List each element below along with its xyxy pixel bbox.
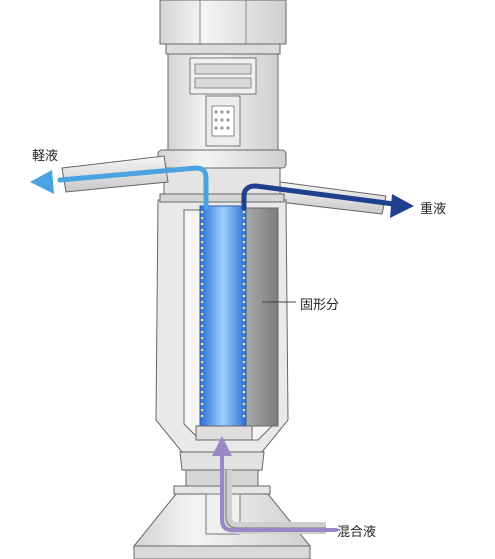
filter-dot [242, 342, 246, 346]
filter-dot [200, 234, 204, 238]
filter-dot [242, 408, 246, 412]
filter-dot [242, 276, 246, 280]
filter-dot [242, 318, 246, 322]
filter-dot [200, 318, 204, 322]
heavy-liquid-label: 重液 [420, 202, 447, 217]
mixed-liquid-flow [220, 450, 338, 532]
filter-dot [242, 288, 246, 292]
filter-dot [200, 312, 204, 316]
filter-dot [200, 264, 204, 268]
liquid-column [199, 205, 247, 427]
filter-dot [200, 300, 204, 304]
filter-dot [242, 264, 246, 268]
filter-dot [200, 366, 204, 370]
filter-dot [200, 336, 204, 340]
filter-dot [242, 336, 246, 340]
filter-dot [242, 306, 246, 310]
filter-dot [200, 384, 204, 388]
heavy-liquid-arrow [390, 194, 414, 218]
filter-dot [200, 330, 204, 334]
filter-dot [200, 306, 204, 310]
filter-dot [242, 246, 246, 250]
filter-dot [242, 378, 246, 382]
filter-dot [200, 414, 204, 418]
filter-dot [200, 288, 204, 292]
filter-dot [200, 240, 204, 244]
mixed-liquid-label: 混合液 [337, 525, 377, 540]
filter-dot [200, 222, 204, 226]
filter-dot [200, 282, 204, 286]
filter-dot [200, 294, 204, 298]
filter-dot [242, 360, 246, 364]
filter-dot [242, 366, 246, 370]
filter-dot [200, 258, 204, 262]
light-liquid-label: 軽液 [32, 149, 59, 164]
filter-dot [200, 348, 204, 352]
filter-dot [242, 294, 246, 298]
filter-dot [200, 396, 204, 400]
filter-dot [200, 270, 204, 274]
filter-dot [242, 300, 246, 304]
filter-dot [200, 360, 204, 364]
filter-dot [242, 312, 246, 316]
filter-dot [242, 282, 246, 286]
filter-dot [200, 252, 204, 256]
filter-dot [242, 402, 246, 406]
filter-dot [242, 372, 246, 376]
filter-dot [242, 222, 246, 226]
filter-dot [200, 408, 204, 412]
filter-dot [242, 396, 246, 400]
filter-dot [200, 402, 204, 406]
filter-dot [200, 210, 204, 214]
solids-layer [245, 207, 279, 427]
filter-dot [242, 390, 246, 394]
filter-dot [242, 348, 246, 352]
filter-dot [200, 228, 204, 232]
filter-dot [242, 414, 246, 418]
filter-dot [242, 252, 246, 256]
filter-dot [200, 390, 204, 394]
filter-dot [242, 228, 246, 232]
filter-dot [242, 354, 246, 358]
filter-dot [200, 342, 204, 346]
filter-dot [200, 324, 204, 328]
filter-dot [200, 246, 204, 250]
filter-dot [242, 210, 246, 214]
filter-dot [200, 372, 204, 376]
upper-housing [167, 53, 279, 151]
filter-dot [200, 378, 204, 382]
filter-dot [242, 216, 246, 220]
filter-dot [242, 240, 246, 244]
upper-collar [157, 149, 287, 195]
filter-dot [242, 234, 246, 238]
heavy-liquid-flow [241, 183, 397, 211]
light-liquid-arrow [30, 170, 54, 194]
mixed-liquid-arrow [212, 436, 232, 456]
filter-dot [242, 384, 246, 388]
filter-dot [200, 354, 204, 358]
light-liquid-flow [57, 165, 209, 211]
solids-label: 固形分 [300, 298, 340, 313]
top-drive-head [159, 0, 287, 55]
filter-dots-left [200, 210, 204, 418]
filter-dots-right [242, 210, 246, 418]
filter-dot [242, 258, 246, 262]
filter-dot [242, 324, 246, 328]
filter-dot [200, 276, 204, 280]
filter-dot [200, 216, 204, 220]
filter-dot [242, 270, 246, 274]
filter-dot [242, 330, 246, 334]
